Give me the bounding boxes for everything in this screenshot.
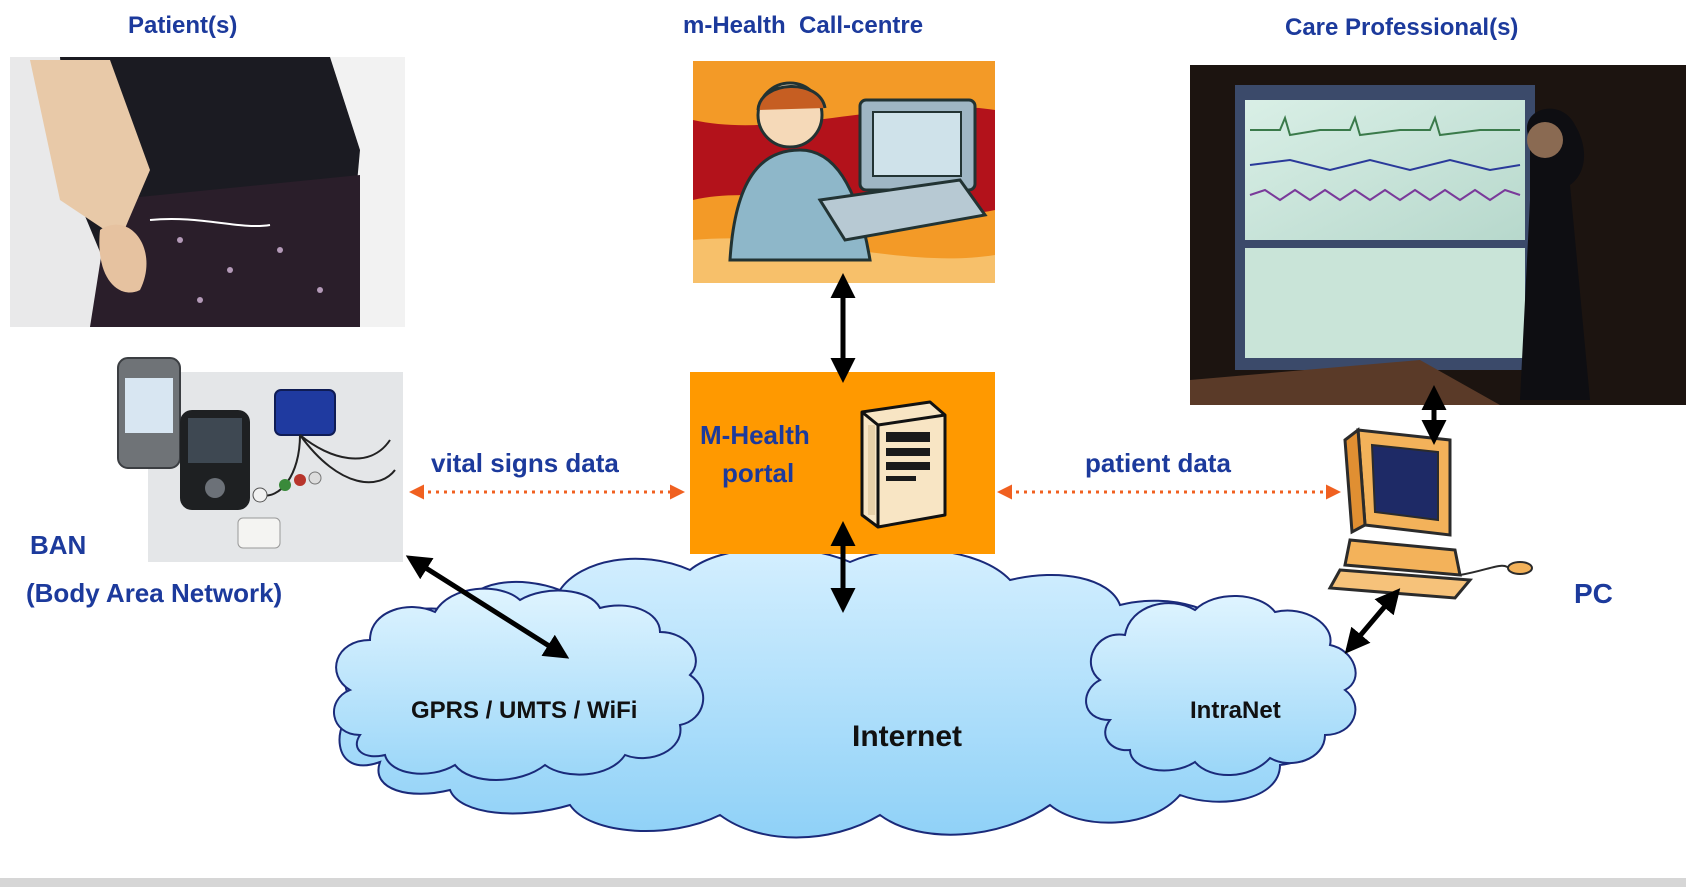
mobile-network-label: GPRS / UMTS / WiFi <box>411 697 638 724</box>
footer-bar <box>0 878 1686 887</box>
desktop-pc-icon <box>1327 427 1533 600</box>
ban-device-photo-icon <box>117 357 403 562</box>
care-professionals-title: Care Professional(s) <box>1285 14 1519 41</box>
vital-signs-label: vital signs data <box>431 448 619 478</box>
mobile-network-cloud <box>333 587 705 781</box>
patients-title: Patient(s) <box>128 12 238 39</box>
link-ban-mobile-network <box>405 555 570 659</box>
server-tower-icon <box>860 400 947 529</box>
ban-fullname-label: (Body Area Network) <box>26 578 283 608</box>
ban-label: BAN <box>30 530 87 560</box>
intranet-cloud <box>1085 595 1357 776</box>
patient-data-label: patient data <box>1085 448 1231 478</box>
link-pc-intranet <box>1344 588 1401 654</box>
callcentre-title: m-Health Call-centre <box>683 12 924 39</box>
patient-photo-icon <box>10 57 405 327</box>
care-professional-photo-icon <box>1190 65 1686 405</box>
pc-label: PC <box>1574 578 1613 609</box>
portal-label-line1: M-Health <box>700 420 810 450</box>
portal-label-line2: portal <box>722 458 795 488</box>
internet-label: Internet <box>852 720 963 753</box>
intranet-label: IntraNet <box>1190 697 1281 724</box>
callcentre-operator-icon <box>693 61 995 283</box>
